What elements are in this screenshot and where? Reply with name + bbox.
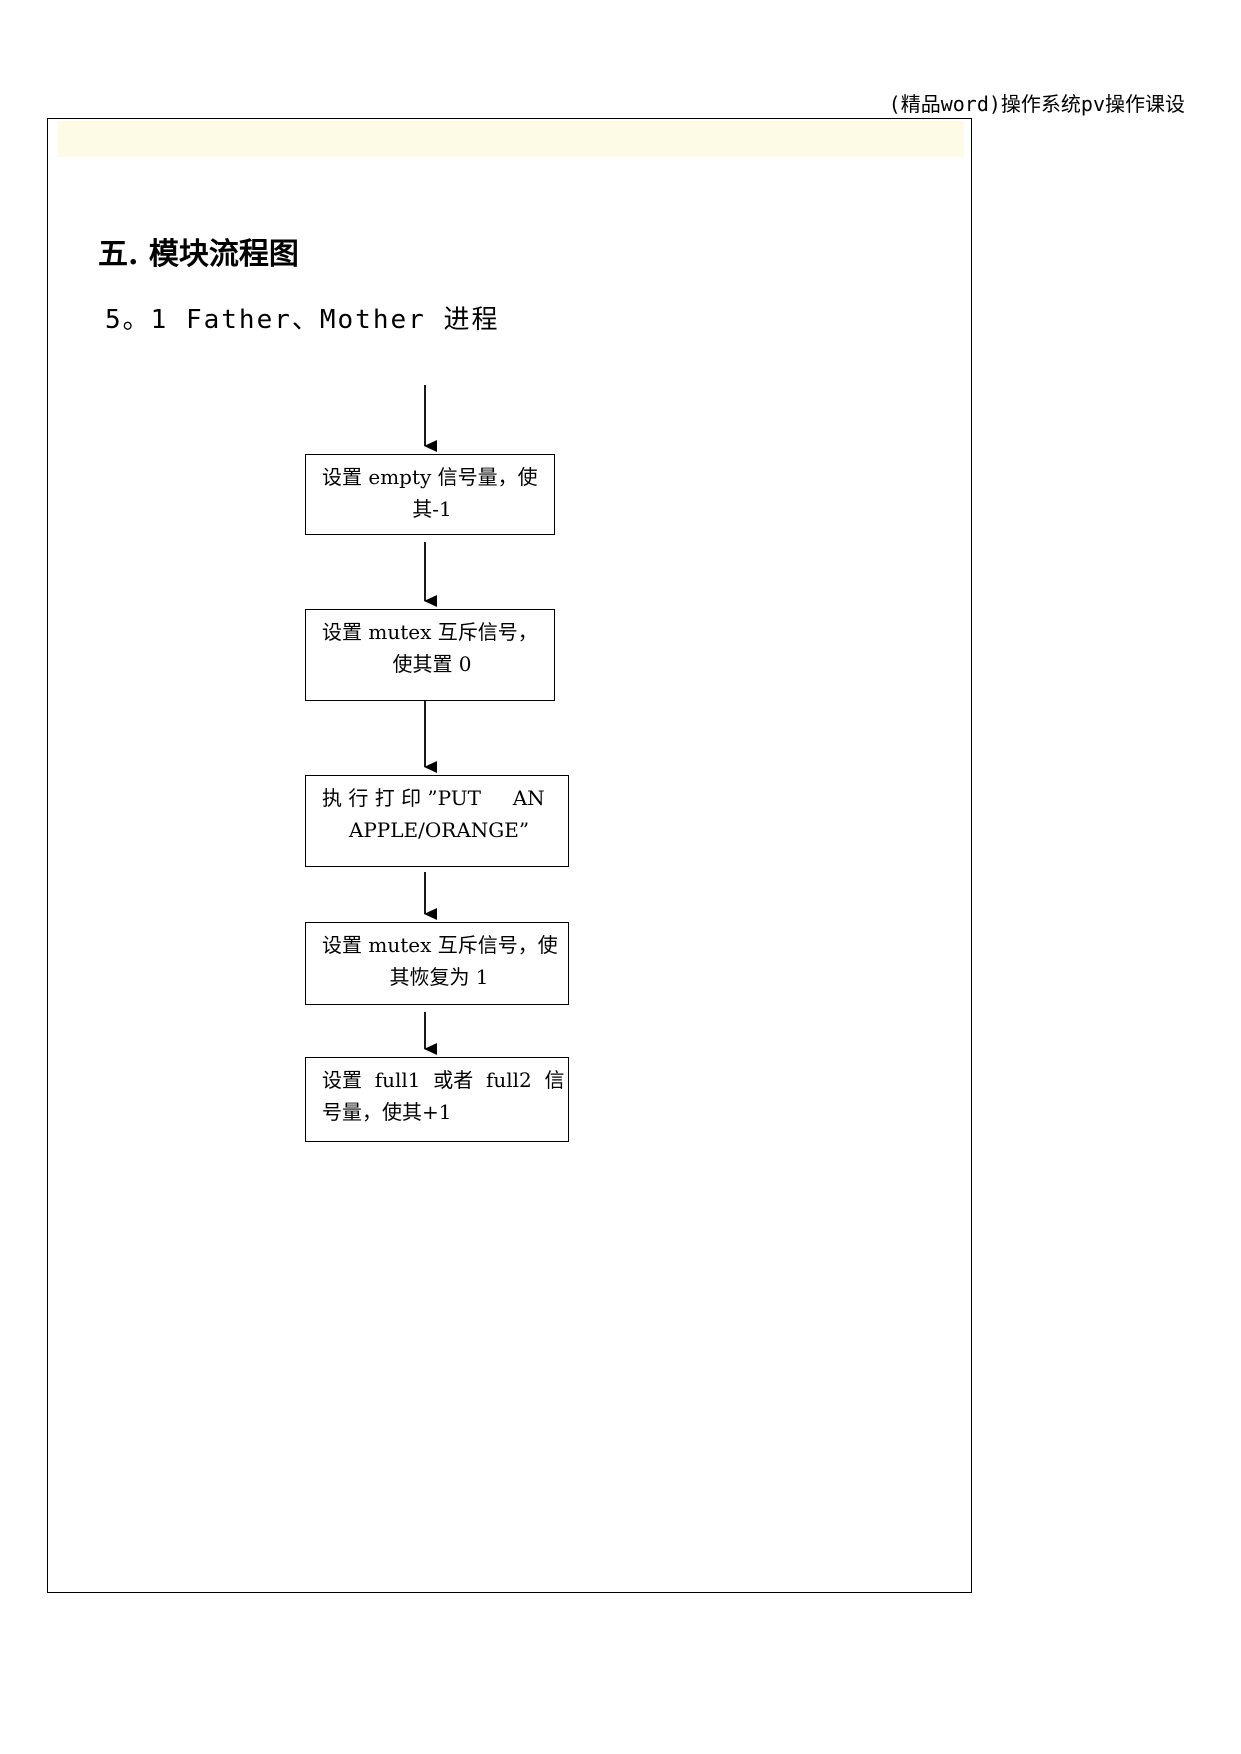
section-heading: 五. 模块流程图	[98, 237, 299, 272]
flow-step-text-line: 使其置 0	[392, 652, 472, 676]
header-shade-band	[58, 121, 964, 157]
flow-step-text-line: 其恢复为 1	[389, 965, 489, 989]
flow-step-text-line: 号量，使其+1	[322, 1100, 452, 1124]
flow-step-text-line: 执 行 打 印 ”PUT AN	[322, 786, 545, 810]
flow-step-text-line: 设置 empty 信号量，使	[322, 465, 538, 489]
flow-step-decrement-empty: 设置 empty 信号量，使 其-1	[305, 454, 555, 535]
flow-step-text-line: APPLE/ORANGE”	[348, 818, 530, 842]
subsection-heading: 5。1 Father、Mother 进程	[105, 305, 500, 335]
flow-step-text-line: 设置 mutex 互斥信号，	[322, 620, 538, 644]
flow-step-text-line: 其-1	[412, 497, 452, 521]
flow-step-lock-mutex: 设置 mutex 互斥信号， 使其置 0	[305, 609, 555, 701]
running-header: (精品word)操作系统pv操作课设	[888, 92, 1185, 116]
page-frame: 五. 模块流程图 5。1 Father、Mother 进程	[47, 118, 972, 1593]
flow-step-increment-full: 设置 full1 或者 full2 信 号量，使其+1	[305, 1057, 569, 1142]
flow-step-text-line: 设置 mutex 互斥信号，使	[322, 933, 558, 957]
flow-step-unlock-mutex: 设置 mutex 互斥信号，使 其恢复为 1	[305, 922, 569, 1005]
flow-step-text-line: 设置 full1 或者 full2 信	[322, 1068, 565, 1092]
flow-step-print-put: 执 行 打 印 ”PUT AN APPLE/ORANGE”	[305, 775, 569, 867]
